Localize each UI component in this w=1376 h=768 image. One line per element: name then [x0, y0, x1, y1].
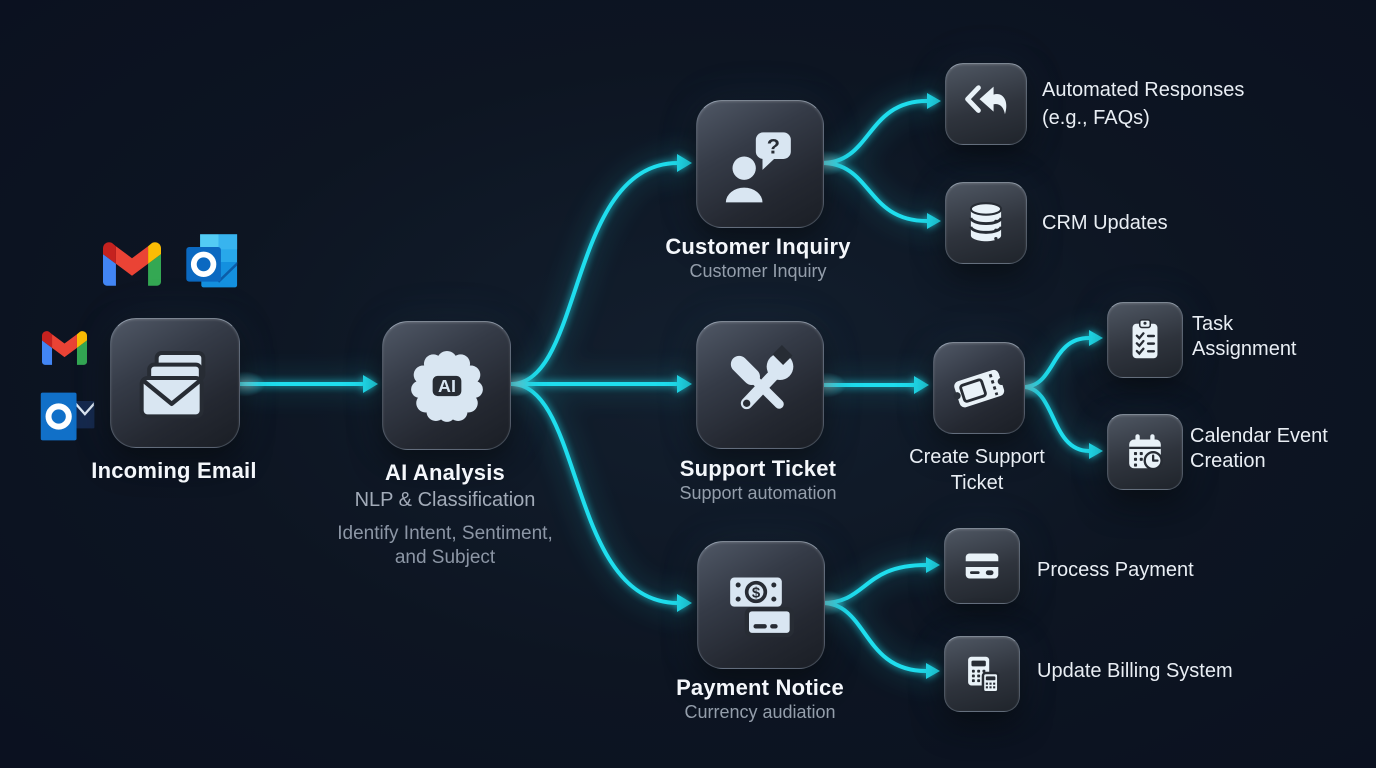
- tile-process-payment: [944, 528, 1020, 604]
- node-label: Create Support Ticket: [909, 446, 1045, 494]
- edge-create-ticket-to-task: [1021, 330, 1103, 389]
- crossed-tools-icon: [730, 345, 794, 410]
- ticket-icon: [953, 369, 1005, 408]
- output-label: Automated Responses (e.g., FAQs): [1042, 79, 1245, 129]
- node-title: Customer Inquiry: [665, 234, 851, 259]
- edge-ai-to-support-ticket: [509, 375, 692, 393]
- output-label: Process Payment: [1037, 559, 1194, 581]
- node-customer-inquiry: ?: [696, 100, 824, 228]
- calendar-clock-icon: [1129, 434, 1163, 471]
- person-question-icon: ?: [725, 132, 791, 203]
- output-label: Task Assignment: [1192, 313, 1297, 360]
- credit-card-icon: [965, 553, 999, 579]
- calculator-icon: [968, 656, 1000, 694]
- edge-customer-to-automated-responses: [820, 93, 941, 165]
- outlook-icon: [183, 232, 245, 297]
- node-subtitle: Support automation: [679, 483, 837, 503]
- tile-update-billing: [944, 636, 1020, 712]
- node-title: AI Analysis: [385, 460, 505, 485]
- gmail-icon: [103, 242, 161, 291]
- clipboard-check-icon: [1132, 319, 1158, 359]
- ai-badge-text: AI: [438, 376, 456, 396]
- node-subtitle: Currency audiation: [684, 702, 836, 722]
- edge-incoming-to-ai: [236, 375, 378, 393]
- node-title: Support Ticket: [679, 456, 837, 481]
- node-description: Identify Intent, Sentiment, and Subject: [337, 523, 553, 568]
- output-label: CRM Updates: [1042, 212, 1168, 234]
- node-support-ticket: [696, 321, 824, 449]
- database-icon: [969, 202, 1003, 242]
- ai-brain-icon: AI: [410, 350, 483, 422]
- edge-customer-to-crm-updates: [820, 161, 941, 229]
- node-incoming-email: [110, 318, 240, 448]
- node-subtitle: NLP & Classification: [354, 489, 536, 511]
- tile-task-assignment: [1107, 302, 1183, 378]
- edge-payment-to-process-payment: [820, 557, 940, 605]
- tile-crm-updates: [945, 182, 1027, 264]
- money-card-icon: $: [730, 577, 794, 638]
- node-title: Incoming Email: [91, 458, 257, 483]
- reply-arrow-icon: [965, 85, 1007, 115]
- stacked-envelopes-icon: [139, 351, 206, 419]
- outlook-icon: [36, 390, 98, 448]
- node-payment-notice: $: [697, 541, 825, 669]
- question-mark-glyph: ?: [767, 134, 780, 159]
- node-title: Payment Notice: [676, 675, 844, 700]
- gmail-icon: [42, 331, 87, 370]
- output-label: Update Billing System: [1037, 660, 1233, 682]
- dollar-glyph: $: [752, 585, 761, 602]
- edge-support-to-create-ticket: [820, 376, 929, 394]
- tile-automated-responses: [945, 63, 1027, 145]
- node-subtitle: Customer Inquiry: [689, 261, 827, 281]
- edge-payment-to-update-billing: [820, 601, 940, 679]
- tile-calendar-event: [1107, 414, 1183, 490]
- output-label: Calendar Event Creation: [1190, 425, 1328, 472]
- node-create-support-ticket: [933, 342, 1025, 434]
- node-ai-analysis: AI: [382, 321, 511, 450]
